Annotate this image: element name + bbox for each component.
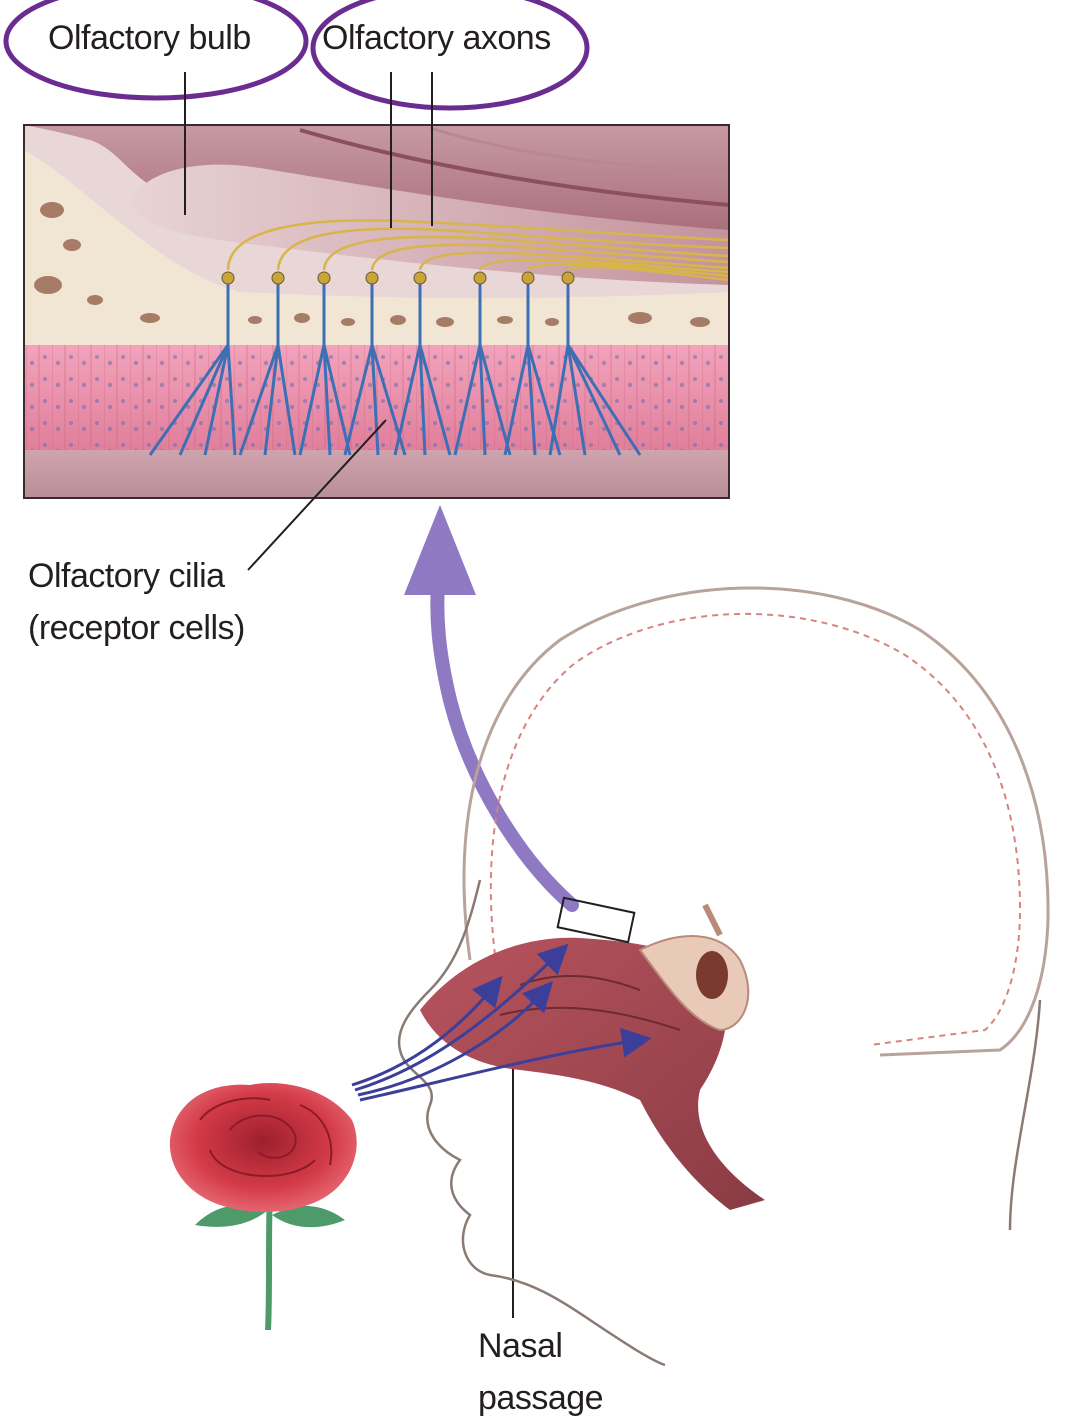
passage-label: passage <box>478 1379 604 1417</box>
cilia-leader-line <box>247 419 387 571</box>
nasal-cavity <box>420 937 765 1210</box>
olfactory-cilia-label: Olfactory cilia <box>28 557 225 595</box>
rose <box>169 1083 357 1331</box>
mucus-layer <box>24 450 729 498</box>
face-profile <box>397 879 666 1367</box>
magnified-region-box <box>556 896 636 944</box>
cribriform-plate <box>24 150 729 345</box>
rose-flower <box>169 1083 357 1212</box>
magnification-arrow <box>404 505 579 912</box>
rose-leaf-right <box>272 1205 345 1228</box>
receptor-cells <box>148 280 642 456</box>
olfactory-bulb-label: Olfactory bulb <box>48 19 251 57</box>
nasal-label: Nasal <box>478 1327 563 1365</box>
head-cross-section <box>351 586 1050 1367</box>
olfactory-axons-highlight <box>310 0 590 111</box>
airflow-arrows <box>351 943 652 1102</box>
receptor-cells-label: (receptor cells) <box>28 609 245 647</box>
brain-tissue <box>24 125 729 237</box>
olfactory-bulb-highlight <box>3 0 309 101</box>
olfactory-axons-label: Olfactory axons <box>322 19 551 57</box>
olfactory-axons <box>226 219 730 282</box>
olfactory-bulb-shape <box>130 164 729 285</box>
skull <box>462 586 1050 1057</box>
inset-magnified-view <box>23 124 730 499</box>
